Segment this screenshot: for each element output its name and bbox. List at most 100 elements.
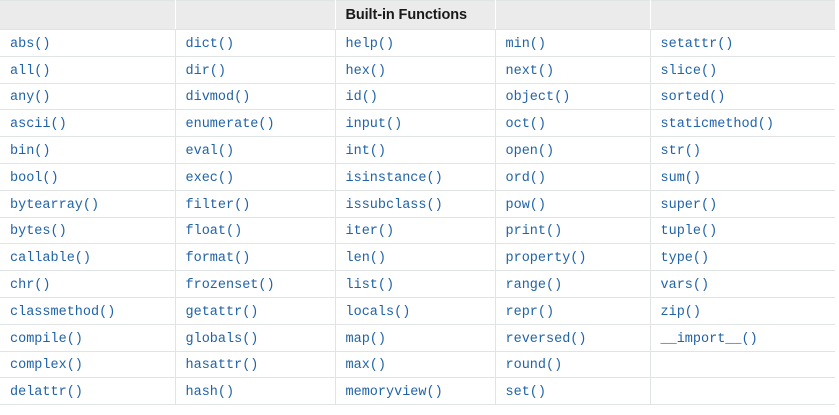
function-link[interactable]: dir() <box>185 63 227 79</box>
function-link[interactable]: open() <box>505 144 555 160</box>
function-link[interactable]: eval() <box>185 144 235 160</box>
function-link[interactable]: format() <box>185 251 251 267</box>
function-link[interactable]: object() <box>505 90 571 106</box>
table-cell: eval() <box>175 136 336 164</box>
function-link[interactable]: bool() <box>10 170 59 186</box>
table-row: ascii() enumerate() input() oct() staticmeth… <box>0 109 835 138</box>
table-cell: slice() <box>650 56 835 84</box>
table-cell: sorted() <box>650 83 835 111</box>
function-link[interactable]: list() <box>345 278 395 294</box>
builtin-functions-table-wrapper: Built-in Functions abs() dict() help() min(… <box>0 0 835 406</box>
function-link[interactable]: memoryview() <box>345 385 443 401</box>
table-row: abs() dict() help() min() setattr() <box>0 29 835 57</box>
function-link[interactable]: tuple() <box>660 224 718 240</box>
function-link[interactable]: filter() <box>185 197 251 213</box>
function-link[interactable]: property() <box>505 251 587 267</box>
function-link[interactable]: input() <box>345 117 403 133</box>
function-link[interactable]: sum() <box>660 170 702 186</box>
function-link[interactable]: __import__() <box>660 331 758 347</box>
function-link[interactable]: float() <box>185 224 243 240</box>
table-cell-empty <box>650 377 835 405</box>
function-link[interactable]: min() <box>505 36 547 52</box>
table-cell: bytes() <box>0 217 176 245</box>
function-link[interactable]: reversed() <box>505 331 587 347</box>
function-link[interactable]: help() <box>345 36 395 52</box>
function-link[interactable]: all() <box>10 63 51 79</box>
function-link[interactable]: issubclass() <box>345 197 443 213</box>
function-link[interactable]: isinstance() <box>345 170 443 186</box>
function-link[interactable]: divmod() <box>185 90 251 106</box>
table-header-row: Built-in Functions <box>0 0 835 30</box>
function-link[interactable]: bytearray() <box>10 197 100 213</box>
function-link[interactable]: slice() <box>660 63 718 79</box>
function-link[interactable]: complex() <box>10 358 83 374</box>
function-link[interactable]: abs() <box>10 36 51 52</box>
builtin-functions-table: Built-in Functions abs() dict() help() min(… <box>0 0 835 406</box>
function-link[interactable]: chr() <box>10 278 51 294</box>
function-link[interactable]: pow() <box>505 197 547 213</box>
table-cell: range() <box>495 270 651 298</box>
function-link[interactable]: hash() <box>185 385 235 401</box>
function-link[interactable]: dict() <box>185 36 235 52</box>
table-cell: int() <box>335 136 496 164</box>
function-link[interactable]: map() <box>345 331 387 347</box>
function-link[interactable]: ord() <box>505 170 547 186</box>
function-link[interactable]: locals() <box>345 304 411 320</box>
function-link[interactable]: sorted() <box>660 90 726 106</box>
function-link[interactable]: bin() <box>10 144 51 160</box>
function-link[interactable]: hex() <box>345 63 387 79</box>
header-cell-1 <box>0 0 176 30</box>
function-link[interactable]: len() <box>345 251 387 267</box>
function-link[interactable]: max() <box>345 358 387 374</box>
function-link[interactable]: oct() <box>505 117 547 133</box>
function-link[interactable]: frozenset() <box>185 278 275 294</box>
function-link[interactable]: print() <box>505 224 563 240</box>
function-link[interactable]: type() <box>660 251 710 267</box>
table-cell: abs() <box>0 29 176 57</box>
function-link[interactable]: getattr() <box>185 304 259 320</box>
table-row: compile() globals() map() reversed() __impor… <box>0 324 835 352</box>
function-link[interactable]: callable() <box>10 251 92 267</box>
header-cell-2 <box>175 0 336 30</box>
function-link[interactable]: staticmethod() <box>660 117 774 133</box>
function-link[interactable]: vars() <box>660 278 710 294</box>
function-link[interactable]: compile() <box>10 331 83 347</box>
function-link[interactable]: enumerate() <box>185 117 275 133</box>
function-link[interactable]: delattr() <box>10 385 83 401</box>
function-link[interactable]: iter() <box>345 224 395 240</box>
function-link[interactable]: setattr() <box>660 36 734 52</box>
table-cell: max() <box>335 351 496 379</box>
table-cell: vars() <box>650 270 835 298</box>
function-link[interactable]: hasattr() <box>185 358 259 374</box>
function-link[interactable]: ascii() <box>10 117 67 133</box>
table-cell: format() <box>175 243 336 272</box>
table-cell: locals() <box>335 297 496 325</box>
table-cell: float() <box>175 217 336 245</box>
table-cell: help() <box>335 29 496 57</box>
function-link[interactable]: repr() <box>505 304 555 320</box>
function-link[interactable]: set() <box>505 385 547 401</box>
function-link[interactable]: exec() <box>185 170 235 186</box>
function-link[interactable]: range() <box>505 278 563 294</box>
table-cell: zip() <box>650 297 835 325</box>
table-cell: pow() <box>495 190 651 218</box>
function-link[interactable]: bytes() <box>10 224 67 240</box>
table-cell: chr() <box>0 270 176 298</box>
function-link[interactable]: zip() <box>660 304 702 320</box>
table-cell: print() <box>495 217 651 245</box>
table-cell: repr() <box>495 297 651 325</box>
function-link[interactable]: next() <box>505 63 555 79</box>
table-cell: iter() <box>335 217 496 245</box>
table-cell: sum() <box>650 163 835 191</box>
function-link[interactable]: id() <box>345 90 378 106</box>
function-link[interactable]: round() <box>505 358 563 374</box>
function-link[interactable]: super() <box>660 197 718 213</box>
table-cell: input() <box>335 109 496 138</box>
table-cell: issubclass() <box>335 190 496 218</box>
function-link[interactable]: int() <box>345 144 387 160</box>
table-cell: divmod() <box>175 83 336 111</box>
function-link[interactable]: any() <box>10 90 51 106</box>
function-link[interactable]: classmethod() <box>10 304 116 320</box>
function-link[interactable]: globals() <box>185 331 259 347</box>
function-link[interactable]: str() <box>660 144 702 160</box>
